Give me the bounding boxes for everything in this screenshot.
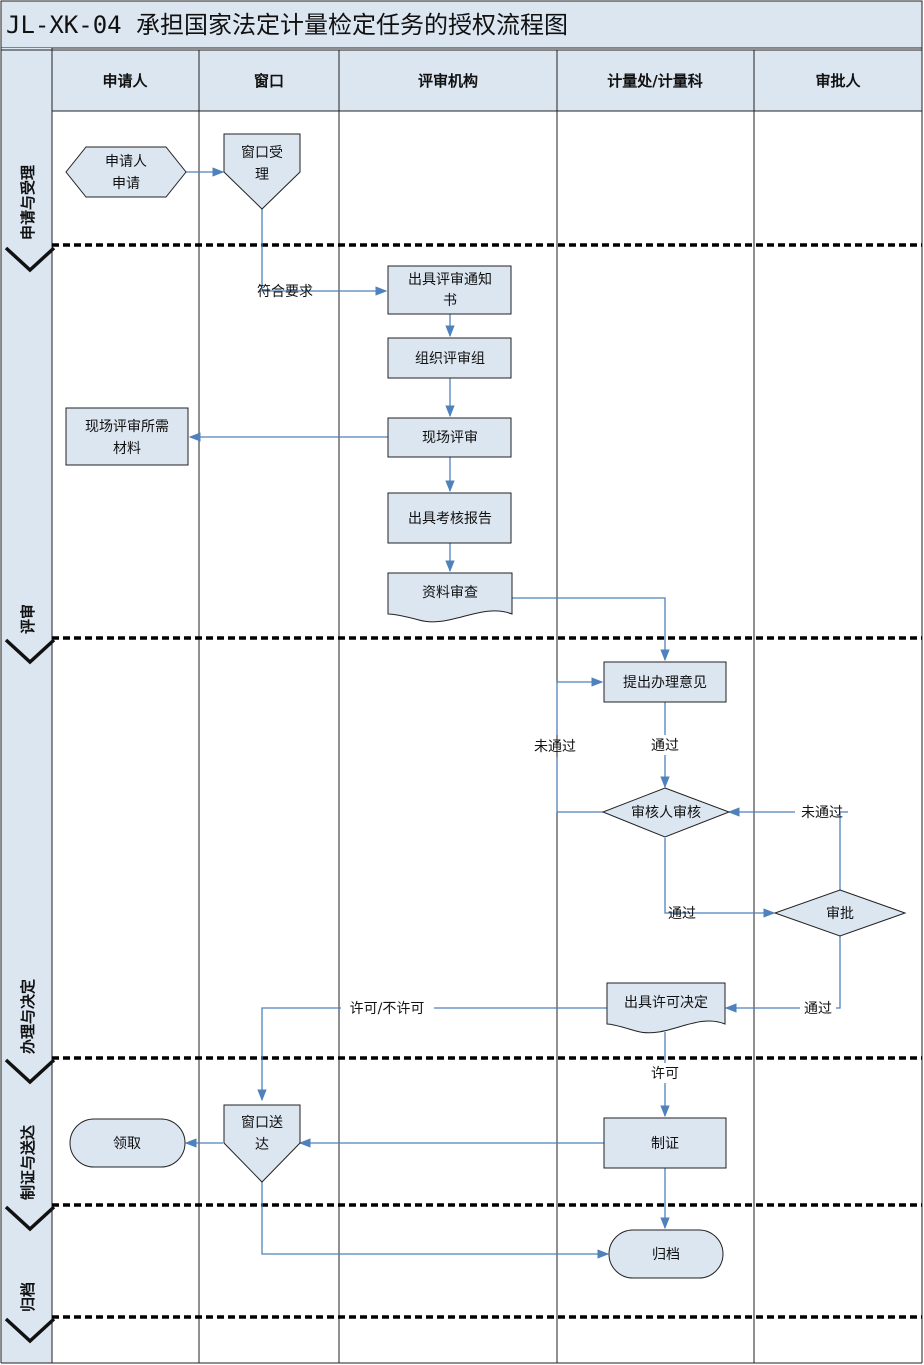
node-opinion-label: 提出办理意见 [623, 674, 707, 691]
node-decision [606, 982, 726, 1034]
arrow-deliver-to-archive [261, 1182, 610, 1259]
node-apply [65, 146, 187, 198]
edge-label-pass-3: 通过 [804, 1001, 832, 1017]
phase-chevron [4, 1317, 56, 1344]
node-audit [601, 787, 731, 838]
lane-header-metrology-office: 计量处/计量科 [607, 72, 702, 90]
node-materials-line1: 现场评审所需 [85, 419, 169, 435]
node-report [387, 492, 512, 544]
node-certificate [603, 1117, 727, 1169]
line-approve-fail [839, 811, 848, 890]
arrow-fail-to-opinion [556, 677, 604, 735]
edge-label-fail-right: 未通过 [801, 805, 843, 821]
node-deliver-line2: 达 [255, 1137, 269, 1153]
phase-chevron [4, 1205, 56, 1232]
node-review-docs [387, 572, 513, 623]
node-accept-line1: 窗口受 [241, 144, 283, 161]
diagram-title: JL-XK-04 承担国家法定计量检定任务的授权流程图 [6, 11, 568, 39]
lane-header-review-agency: 评审机构 [418, 72, 478, 90]
node-archive-label: 归档 [652, 1246, 680, 1263]
node-team-label: 组织评审组 [415, 351, 485, 367]
phase-label-delivery: 制证与送达 [19, 1125, 37, 1200]
node-team [387, 337, 512, 379]
node-report-label: 出具考核报告 [408, 511, 492, 527]
title-bar [0, 0, 923, 49]
node-review-docs-label: 资料审查 [422, 585, 478, 601]
node-onsite [387, 417, 512, 458]
phase-chevron [4, 1058, 56, 1085]
phase-chevron [4, 638, 56, 665]
node-archive [608, 1229, 724, 1279]
node-onsite-label: 现场评审 [422, 430, 478, 446]
node-apply-line1: 申请人 [105, 154, 147, 170]
node-deliver [223, 1104, 301, 1183]
edge-label-pass-2: 通过 [668, 906, 696, 922]
edge-label-fail-left: 未通过 [534, 739, 576, 755]
node-decision-label: 出具许可决定 [624, 995, 708, 1011]
arrow-decision-to-deliver [257, 1007, 341, 1102]
phase-label-decision: 办理与决定 [19, 979, 37, 1054]
line-audit-fail-up [556, 757, 603, 813]
edge-label-meets: 符合要求 [257, 284, 313, 300]
node-certificate-label: 制证 [651, 1136, 679, 1152]
node-approve [773, 889, 907, 937]
phase-label-review: 评审 [19, 604, 37, 634]
node-opinion [603, 661, 727, 703]
edge-label-permit-or-not: 许可/不许可 [350, 1001, 425, 1017]
node-notice-line1: 出具评审通知 [408, 271, 492, 288]
arrow-docs-to-opinion [512, 597, 670, 662]
line-approve-pass [836, 936, 841, 1009]
edge-label-permit: 许可 [651, 1066, 679, 1082]
line-accept-to-meets [261, 208, 321, 292]
phase-chevron [4, 246, 56, 273]
node-audit-label: 审核人审核 [631, 805, 701, 821]
node-accept-line2: 理 [255, 167, 269, 183]
node-apply-line2: 申请 [112, 176, 140, 192]
node-collect-label: 领取 [113, 1136, 141, 1152]
node-notice-line2: 书 [443, 293, 457, 309]
node-approve-label: 审批 [826, 906, 854, 922]
lane-header-row [52, 50, 922, 111]
lane-header-window: 窗口 [254, 72, 284, 90]
lane-header-approver: 审批人 [815, 72, 861, 90]
node-collect [69, 1118, 186, 1168]
node-notice [387, 265, 512, 315]
lane-header-applicant: 申请人 [102, 72, 148, 90]
edge-label-pass-1: 通过 [651, 738, 679, 754]
node-deliver-line1: 窗口送 [241, 1114, 283, 1131]
line-audit-pass [664, 838, 698, 914]
node-accept [223, 133, 301, 210]
phase-label-apply: 申请与受理 [19, 165, 37, 240]
phase-label-archive: 归档 [19, 1282, 37, 1312]
node-materials [65, 407, 189, 466]
node-materials-line2: 材料 [113, 441, 141, 457]
